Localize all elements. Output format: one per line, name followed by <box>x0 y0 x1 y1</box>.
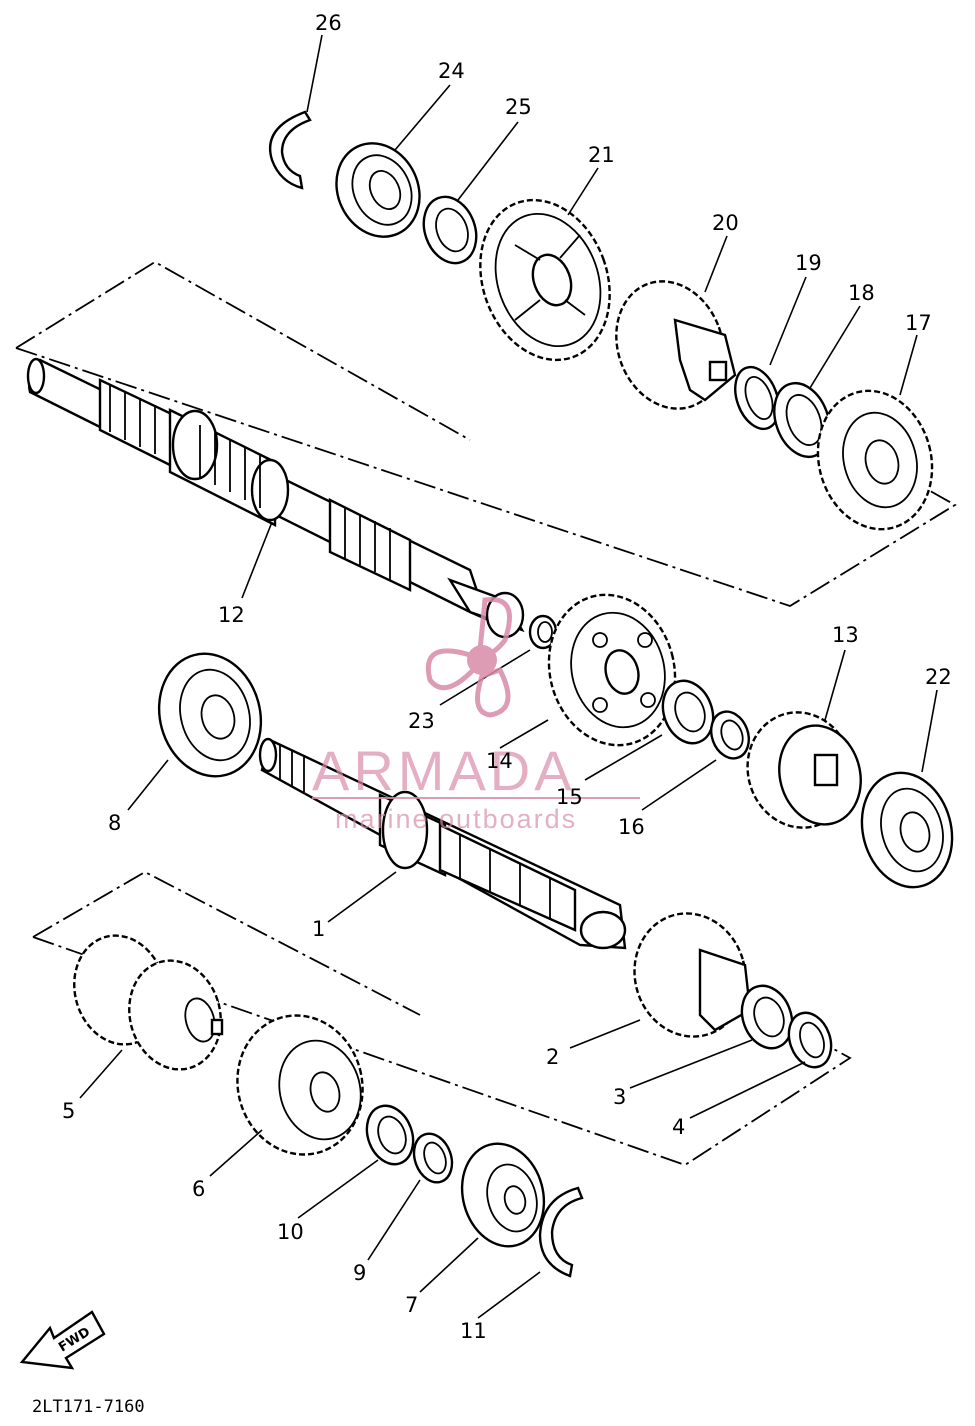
callout-14: 14 <box>486 749 513 773</box>
callout-18: 18 <box>848 281 875 305</box>
callout-7: 7 <box>405 1293 418 1317</box>
callout-16: 16 <box>618 815 645 839</box>
circlip-part-16 <box>709 710 751 760</box>
callout-26: 26 <box>315 11 342 35</box>
callout-20: 20 <box>712 211 739 235</box>
main-shaft-part-12 <box>26 357 525 639</box>
circlip-part-19 <box>734 365 780 431</box>
callout-10: 10 <box>277 1220 304 1244</box>
fwd-arrow-icon: FWD <box>19 1310 106 1370</box>
callout-3: 3 <box>613 1085 626 1109</box>
gear-part-5 <box>73 934 224 1071</box>
gear-part-2 <box>633 912 752 1038</box>
leader-lines <box>79 34 938 1319</box>
washer-part-10 <box>365 1104 415 1166</box>
callout-19: 19 <box>795 251 822 275</box>
watermark-brand: ARMADA <box>312 739 576 802</box>
callout-9: 9 <box>353 1261 366 1285</box>
washer-part-18 <box>773 382 831 458</box>
bearing-part-22 <box>860 771 954 889</box>
callout-labels: 26 24 25 21 20 19 18 17 12 13 22 23 14 1… <box>62 11 952 1343</box>
callout-23: 23 <box>408 709 435 733</box>
gear-part-17 <box>816 389 934 531</box>
gear-part-21 <box>479 198 611 362</box>
gear-part-13 <box>746 711 862 829</box>
circlip-part-9 <box>412 1132 454 1184</box>
gear-part-14 <box>547 593 677 747</box>
washer-part-15 <box>661 679 715 745</box>
lower-group-boundary <box>32 870 852 1166</box>
bearing-part-8 <box>157 652 263 778</box>
upper-group-boundary <box>15 260 957 607</box>
callout-13: 13 <box>832 623 859 647</box>
callout-22: 22 <box>925 665 952 689</box>
callout-8: 8 <box>108 811 121 835</box>
watermark-tagline: marine outboards <box>335 804 577 834</box>
diagram-code: 2LT171-7160 <box>32 1397 145 1417</box>
callout-4: 4 <box>672 1115 685 1139</box>
bearing-part-24 <box>335 142 421 238</box>
circlip-part-26 <box>268 110 312 190</box>
circlip-part-4 <box>787 1011 833 1069</box>
callout-15: 15 <box>556 785 583 809</box>
callout-1: 1 <box>312 917 325 941</box>
callout-5: 5 <box>62 1099 75 1123</box>
washer-part-25 <box>422 195 478 265</box>
gear-part-20 <box>615 280 737 410</box>
propeller-logo-icon <box>426 597 512 718</box>
circlip-part-11 <box>538 1186 584 1278</box>
callout-21: 21 <box>588 143 615 167</box>
drive-axle-part-1 <box>258 737 627 950</box>
callout-2: 2 <box>546 1045 559 1069</box>
bearing-part-7 <box>460 1142 546 1248</box>
callout-24: 24 <box>438 59 465 83</box>
washer-part-3 <box>740 984 794 1050</box>
callout-6: 6 <box>192 1177 205 1201</box>
callout-25: 25 <box>505 95 532 119</box>
gear-part-6 <box>236 1014 364 1156</box>
callout-17: 17 <box>905 311 932 335</box>
callout-11: 11 <box>460 1319 487 1343</box>
armada-watermark: ARMADA marine outboards <box>312 597 640 834</box>
callout-12: 12 <box>218 603 245 627</box>
